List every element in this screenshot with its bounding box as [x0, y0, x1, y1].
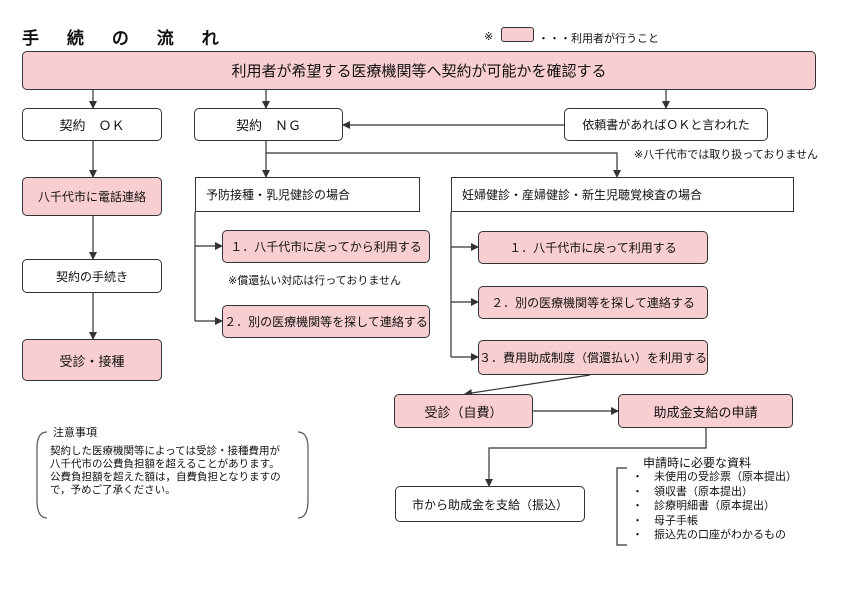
contract-procedure-box: 契約の手続き — [22, 259, 162, 293]
page-title: 手 続 の 流 れ — [22, 29, 230, 49]
legend-swatch — [501, 27, 534, 42]
visit-vaccinate-box: 受診・接種 — [22, 339, 162, 381]
vaccine-option-1: １．八千代市に戻ってから利用する — [222, 230, 430, 263]
legend-mark: ※ — [484, 30, 494, 43]
contract-ok-box: 契約 ＯＫ — [22, 108, 162, 141]
required-doc-item: ・ 振込先の口座がわかるもの — [632, 528, 786, 541]
apply-subsidy-box: 助成金支給の申請 — [618, 394, 793, 428]
call-yachiyo-box: 八千代市に電話連絡 — [22, 177, 162, 216]
pregnant-option-1: １．八千代市に戻って利用する — [478, 231, 708, 264]
vaccine-case-header: 予防接種・乳児健診の場合 — [195, 177, 420, 212]
required-doc-item: ・ 領収書（原本提出） — [632, 484, 753, 498]
subsidy-payout-box: 市から助成金を支給（振込） — [395, 486, 585, 522]
required-doc-item: ・ 診療明細書（原本提出） — [632, 499, 775, 512]
notes-line: で，予めご了承ください。 — [50, 484, 176, 496]
top-step-box: 利用者が希望する医療機関等へ契約が可能かを確認する — [22, 51, 816, 90]
pregnant-case-header: 妊婦健診・産婦健診・新生児聴覚検査の場合 — [451, 177, 794, 212]
contract-ng-box: 契約 ＮＧ — [194, 108, 343, 141]
pregnant-option-3: ３．費用助成制度（償還払い）を利用する — [478, 340, 708, 375]
vaccine-option-2: ２．別の医療機関等を探して連絡する — [222, 305, 430, 338]
pregnant-option-2: ２．別の医療機関等を探して連絡する — [478, 286, 708, 319]
notes-title: 注意事項 — [51, 424, 99, 440]
required-doc-item: ・ 母子手帳 — [632, 513, 698, 527]
required-doc-item: ・ 未使用の受診票（原本提出） — [632, 470, 797, 483]
irai-note: ※八千代市では取り扱っておりません — [634, 148, 819, 161]
irai-box: 依頼書があればＯＫと言われた — [564, 108, 768, 141]
vaccine-option-1-note: ※償還払い対応は行っておりません — [228, 274, 402, 287]
required-docs-title: 申請時に必要な資料 — [643, 456, 752, 470]
notes-line: 公費負担額を超えた額は，自費負担となりますの — [50, 471, 281, 483]
notes-line: 契約した医療機関等によっては受診・接種費用が — [50, 445, 280, 457]
legend-text: ・・・利用者が行うこと — [538, 32, 659, 45]
notes-line: 八千代市の公費負担額を超えることがあります。 — [50, 458, 280, 470]
notes-body: 契約した医療機関等によっては受診・接種費用が 八千代市の公費負担額を超えることが… — [50, 445, 281, 497]
required-docs-list: ・ 未使用の受診票（原本提出） ・ 領収書（原本提出） ・ 診療明細書（原本提出… — [632, 470, 797, 543]
self-pay-box: 受診（自費） — [394, 394, 533, 428]
